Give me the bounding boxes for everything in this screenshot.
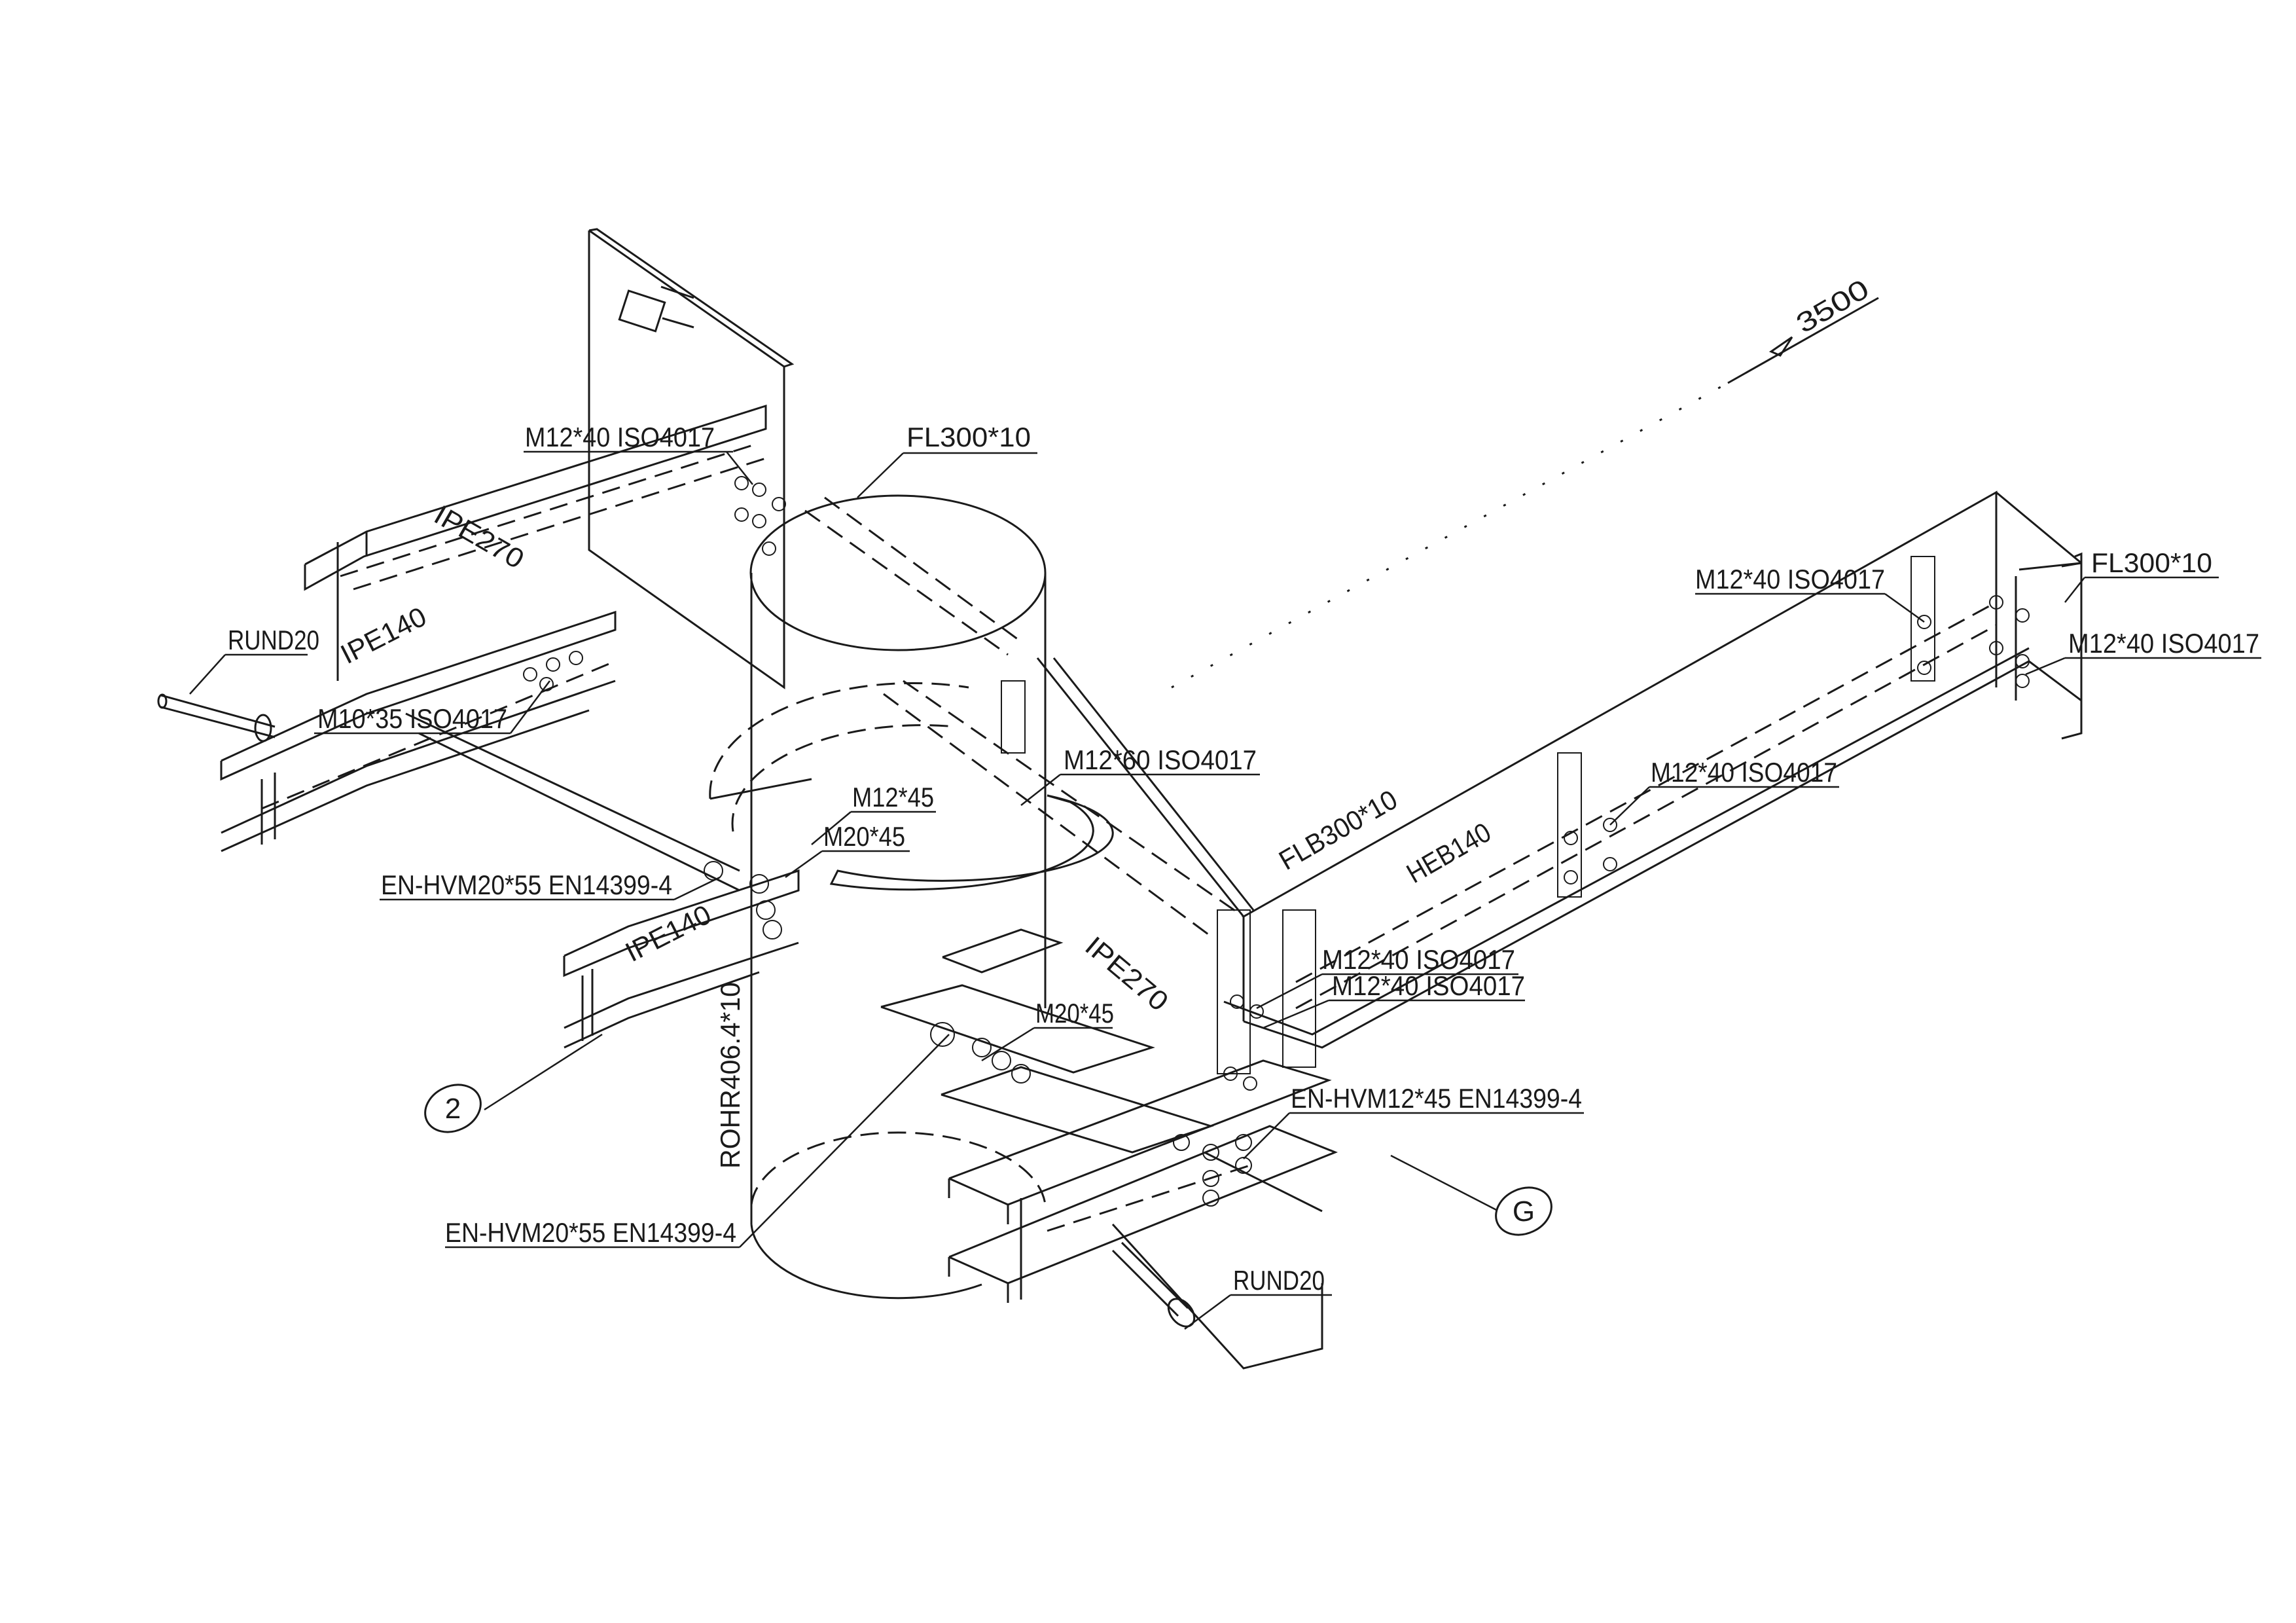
label-m20-45-lower: M20*45: [1035, 998, 1114, 1029]
label-en-hvm20-55-upper: EN-HVM20*55 EN14399-4: [381, 869, 672, 900]
label-m12-40-right-top: M12*40 ISO4017: [1695, 564, 1885, 594]
leader-lines: [189, 450, 2261, 1330]
detail-markers: 2 G: [424, 1084, 1552, 1236]
dimension-arrow: [1768, 336, 1793, 357]
dimension-line: [1727, 297, 1879, 384]
label-ipe140-lower: IPE140: [620, 899, 716, 968]
label-rund20-left: RUND20: [228, 625, 319, 655]
label-flb300: FLB300*10: [1274, 784, 1403, 876]
label-ipe140-upper: IPE140: [336, 601, 431, 670]
bolt-clusters: [523, 476, 2030, 1207]
pipe-cylinder: [709, 494, 1244, 1300]
label-fl300-right: FL300*10: [2091, 547, 2212, 578]
top-flange-plate: [588, 228, 795, 689]
upper-ipe140-beam: [220, 610, 740, 892]
upper-ipe270-beam: [304, 404, 767, 681]
label-ipe270-upper: IPE270: [429, 499, 529, 575]
label-heb140: HEB140: [1401, 816, 1496, 889]
left-round-bar: [157, 693, 276, 742]
label-m12-60: M12*60 ISO4017: [1064, 744, 1257, 775]
detail-marker-g: G: [1495, 1186, 1552, 1236]
label-m12-40-beam: M12*40 ISO4017: [1651, 757, 1837, 788]
label-en-hvm20-55-lower: EN-HVM20*55 EN14399-4: [445, 1217, 736, 1248]
structure-geometry: [157, 228, 2261, 1370]
label-m12-45: M12*45: [852, 782, 934, 812]
right-round-bar: [1111, 1241, 1196, 1328]
lower-ipe140-beam: [563, 869, 800, 1049]
label-en-hvm12-45: EN-HVM12*45 EN14399-4: [1291, 1083, 1582, 1114]
label-m20-45-upper: M20*45: [823, 821, 905, 852]
label-m12-40-mid-a: M12*40 ISO4017: [1322, 944, 1515, 975]
detail-marker-2: 2: [424, 1084, 482, 1133]
label-rund20-right: RUND20: [1233, 1265, 1325, 1296]
label-m12-40-top-left: M12*40 ISO4017: [525, 422, 715, 452]
dimension-leader: [1171, 382, 1729, 689]
label-fl300-top: FL300*10: [906, 422, 1031, 452]
heb140-beam: [1036, 490, 2083, 1049]
lower-ipe270-beam: [880, 928, 1338, 1370]
detail-marker-2-label: 2: [445, 1093, 461, 1125]
label-m12-40-right-end: M12*40 ISO4017: [2068, 628, 2259, 659]
label-m12-40-mid-b: M12*40 ISO4017: [1332, 970, 1525, 1001]
label-rohr406: ROHR406.4*10: [715, 982, 745, 1169]
labels: M12*40 ISO4017 FL300*10 IPE270 RUND20 IP…: [228, 273, 2259, 1296]
label-m10-35: M10*35 ISO4017: [317, 703, 507, 734]
detail-marker-g-label: G: [1513, 1195, 1535, 1228]
dimension-label-3500: 3500: [1791, 273, 1874, 339]
